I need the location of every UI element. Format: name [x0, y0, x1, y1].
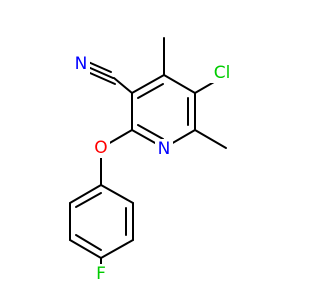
atom-labels: N Cl N O F	[72, 54, 235, 284]
oxygen-atom: O	[92, 138, 110, 158]
bond-nitrile-3	[89, 72, 116, 85]
bond-c4-c5	[163, 74, 196, 94]
bond-c5-cl	[194, 81, 215, 94]
bond-ph1-ph2	[69, 184, 102, 204]
bond-ph1-ph2-inner	[75, 192, 102, 208]
molecule-structure: N Cl N O F	[69, 37, 235, 284]
nitrile-nitrogen-atom: N	[72, 54, 90, 74]
chlorine-atom: Cl	[209, 63, 235, 83]
oxygen-label: O	[94, 138, 107, 158]
bond-c3-cn	[113, 77, 133, 94]
bond-ph6-ph1	[100, 184, 134, 204]
bond-n1-c2-inner	[137, 124, 164, 140]
chlorine-label: Cl	[214, 63, 231, 83]
bond-ph4-ph5	[100, 239, 134, 259]
bond-nitrile-2	[87, 66, 114, 79]
bond-c3-c4	[131, 74, 165, 94]
bond-nitrile-1	[85, 60, 112, 73]
bond-c3-c4-inner	[137, 83, 164, 99]
ring-nitrogen-label: N	[158, 139, 171, 159]
bond-ph3-ph4-inner	[75, 234, 102, 251]
bonds	[69, 37, 227, 271]
bond-ph3-ph4	[69, 239, 102, 259]
nitrile-nitrogen-label: N	[75, 54, 88, 74]
bond-c6-methyl	[194, 129, 227, 149]
fluorine-label: F	[96, 264, 106, 284]
ring-nitrogen-atom: N	[155, 139, 173, 159]
fluorine-atom: F	[93, 264, 109, 284]
